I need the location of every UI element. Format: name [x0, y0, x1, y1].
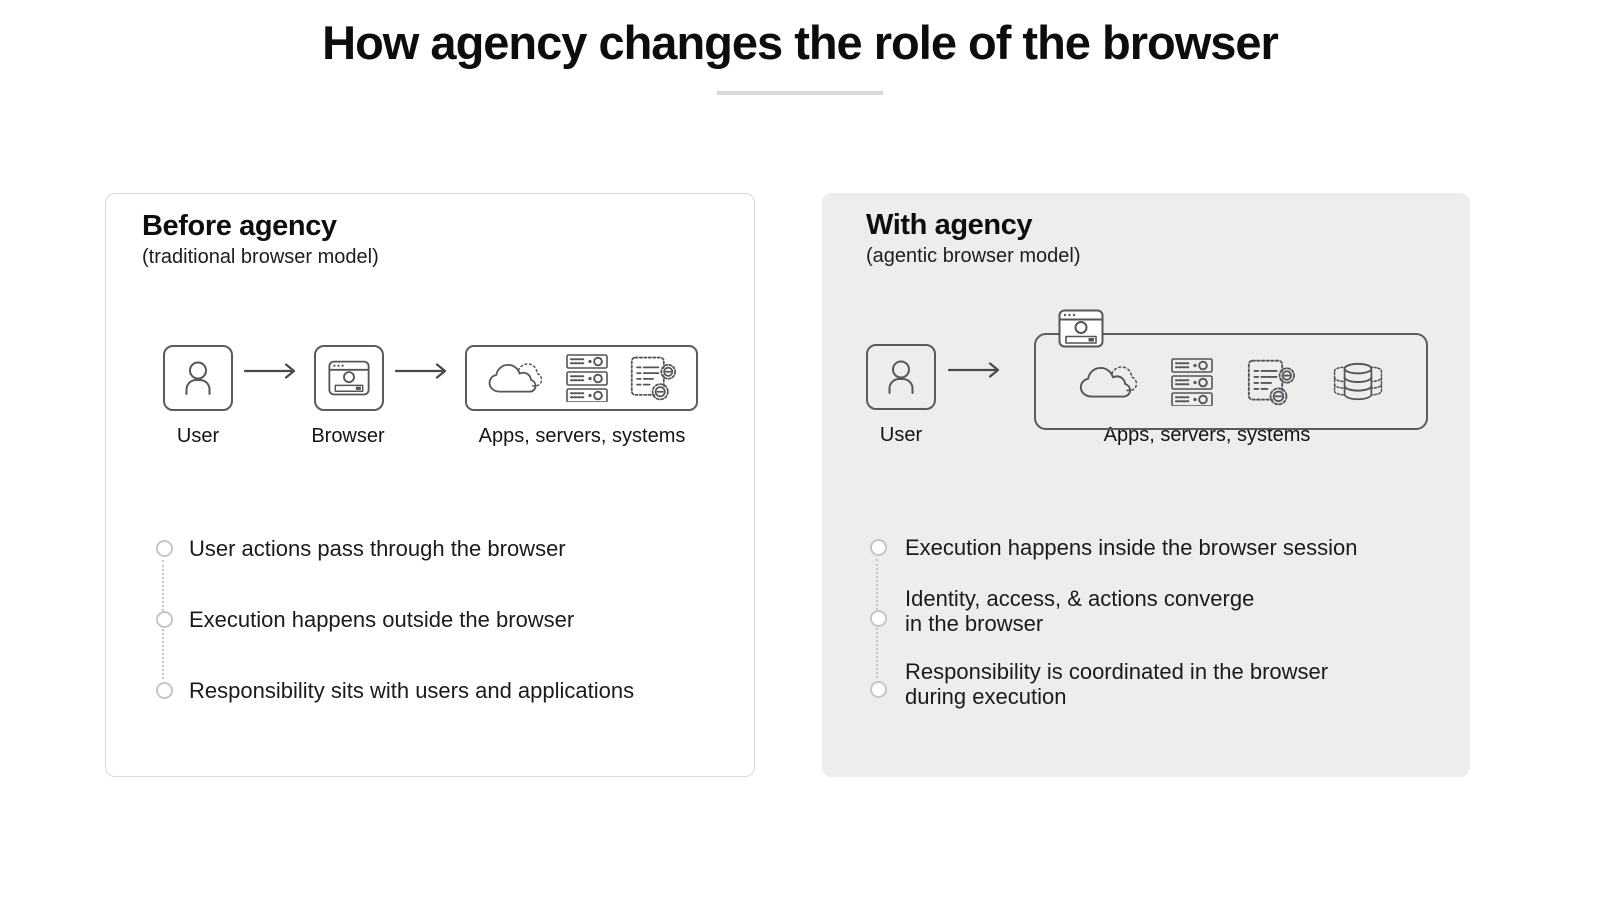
- bullet-line-2: in the browser: [905, 611, 1044, 636]
- browser-window-icon: [1058, 309, 1104, 348]
- browser-box: [314, 345, 384, 411]
- browser-window-icon: [328, 360, 370, 395]
- panel-heading: With agency: [866, 209, 1033, 241]
- diagram-label-apps: Apps, servers, systems: [478, 425, 686, 447]
- panel-subheading: (traditional browser model): [142, 246, 379, 269]
- bullet-circle-icon: [156, 611, 173, 628]
- diagram-label-user: User: [879, 424, 923, 446]
- diagram-label-user: User: [176, 425, 220, 447]
- bullet-circle-icon: [870, 610, 887, 627]
- bullet-line-1: Identity, access, & actions converge: [905, 586, 1255, 611]
- document-gears-icon: [630, 356, 677, 401]
- bullet-circle-icon: [156, 540, 173, 557]
- browser-session-box: [1058, 309, 1104, 349]
- bullet-line-1: Responsibility is coordinated in the bro…: [905, 659, 1329, 684]
- bullet-line-1: Execution happens inside the browser ses…: [905, 535, 1358, 560]
- diagram-label-browser: Browser: [311, 425, 385, 447]
- cloud-icon: [1079, 365, 1138, 397]
- bullet-circle-icon: [870, 681, 887, 698]
- document-gears-icon: [1247, 359, 1295, 405]
- bullet-text: Execution happens outside the browser: [189, 607, 574, 632]
- title-underline: [717, 91, 883, 95]
- bullet-circle-icon: [156, 682, 173, 699]
- bullet-circle-icon: [870, 539, 887, 556]
- arrow-right-icon: [244, 363, 296, 379]
- bullet-text: Responsibility sits with users and appli…: [189, 678, 634, 703]
- database-icon: [1333, 362, 1383, 400]
- bullet-text: Identity, access, & actions converge in …: [905, 586, 1254, 636]
- user-icon: [185, 361, 211, 395]
- user-box: [163, 345, 233, 411]
- arrow-right-icon: [948, 362, 1000, 378]
- cloud-icon: [488, 363, 543, 393]
- panel-header: With agency (agentic browser model): [866, 209, 1081, 268]
- user-icon: [888, 360, 914, 394]
- server-rack-icon: [566, 354, 608, 402]
- apps-servers-systems-box: [465, 345, 698, 411]
- server-rack-icon: [1171, 358, 1213, 406]
- bullet-line-1: Responsibility sits with users and appli…: [189, 678, 635, 703]
- bullet-line-2: during execution: [905, 684, 1067, 709]
- panel-header: Before agency (traditional browser model…: [142, 210, 379, 269]
- bullet-text: Responsibility is coordinated in the bro…: [905, 659, 1328, 709]
- panel-with-agency: With agency (agentic browser model) User…: [822, 193, 1470, 777]
- panel-subheading: (agentic browser model): [866, 245, 1081, 268]
- panel-before-agency: Before agency (traditional browser model…: [105, 193, 755, 777]
- bullet-line-1: User actions pass through the browser: [189, 536, 566, 561]
- bullet-text: Execution happens inside the browser ses…: [905, 535, 1358, 560]
- user-box: [866, 344, 936, 410]
- arrow-right-icon: [395, 363, 447, 379]
- apps-servers-systems-box: [1034, 333, 1428, 430]
- panel-heading: Before agency: [142, 210, 337, 242]
- page-title: How agency changes the role of the brows…: [322, 16, 1279, 69]
- bullet-line-1: Execution happens outside the browser: [189, 607, 575, 632]
- bullet-text: User actions pass through the browser: [189, 536, 566, 561]
